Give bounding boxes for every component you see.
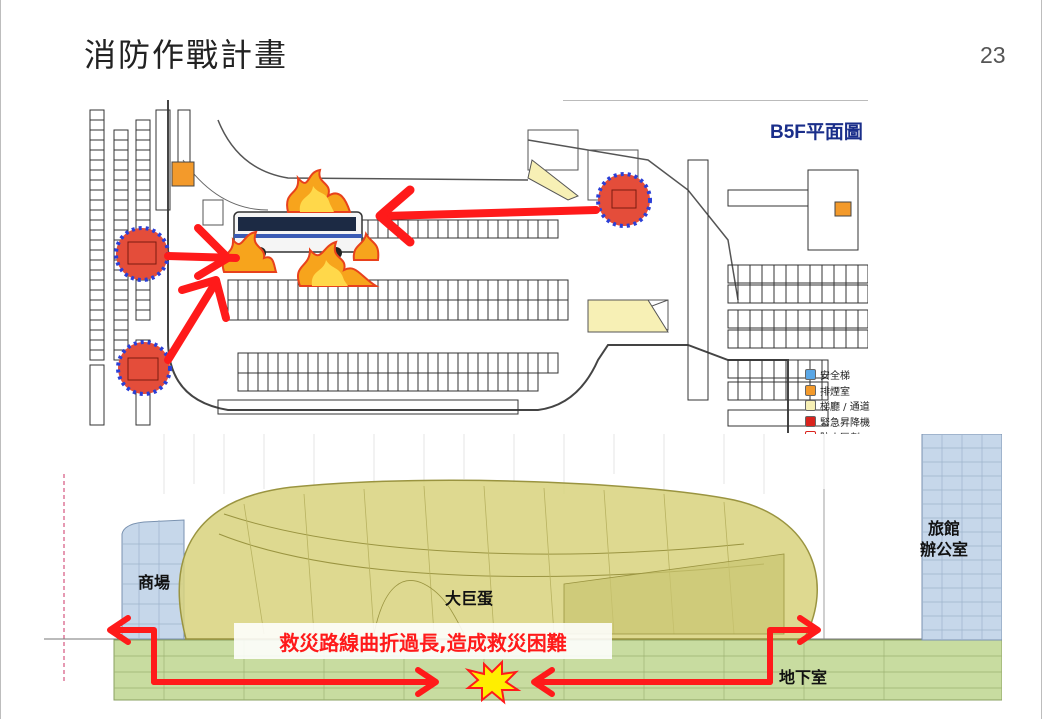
legend-item: 梯廳 / 通道 — [805, 398, 877, 414]
warning-banner: 救災路線曲折過長,造成救災困難 — [234, 623, 612, 659]
stair-core-left — [114, 226, 170, 282]
warning-text: 救災路線曲折過長,造成救災困難 — [279, 630, 567, 655]
rescue-route — [107, 615, 821, 697]
b5f-floor-plan — [88, 100, 868, 433]
building-section-view — [44, 434, 1002, 719]
stair-core-top-right — [596, 172, 652, 228]
legend-swatch — [805, 369, 816, 381]
dome-label: 大巨蛋 — [445, 589, 494, 608]
legend-swatch — [805, 384, 816, 396]
slide-left-border — [0, 0, 1, 719]
legend-item: 安全梯 — [805, 367, 877, 383]
basement-label: 地下室 — [779, 668, 828, 687]
attack-arrows — [164, 185, 600, 364]
mall-building — [121, 519, 185, 640]
mall-label: 商場 — [138, 573, 171, 592]
stair-core-bottom-left — [116, 340, 172, 396]
bus-icon — [233, 211, 363, 259]
hotel-office-label: 旅館 辦公室 — [920, 519, 969, 559]
blockage-burst-icon — [464, 659, 522, 705]
floor-plan-legend: 安全梯 排煙室 梯廳 / 通道 緊急昇降機 防火區劃 — [805, 367, 877, 445]
legend-swatch — [805, 400, 816, 412]
legend-swatch — [805, 415, 816, 427]
legend-item: 排煙室 — [805, 383, 877, 399]
fire-icon — [221, 168, 380, 287]
page-number: 23 — [980, 42, 1006, 68]
legend-item: 緊急昇降機 — [805, 414, 877, 430]
slide-title: 消防作戰計畫 — [84, 36, 289, 74]
floor-plan-title: B5F平面圖 — [770, 122, 863, 143]
legend-label: 梯廳 / 通道 — [820, 402, 870, 414]
hotel-office-tower — [921, 434, 1002, 641]
dome-structure — [178, 479, 818, 640]
legend-label: 排煙室 — [820, 386, 850, 398]
legend-label: 緊急昇降機 — [820, 417, 870, 429]
parking-right — [687, 159, 868, 427]
legend-label: 安全梯 — [820, 371, 850, 383]
